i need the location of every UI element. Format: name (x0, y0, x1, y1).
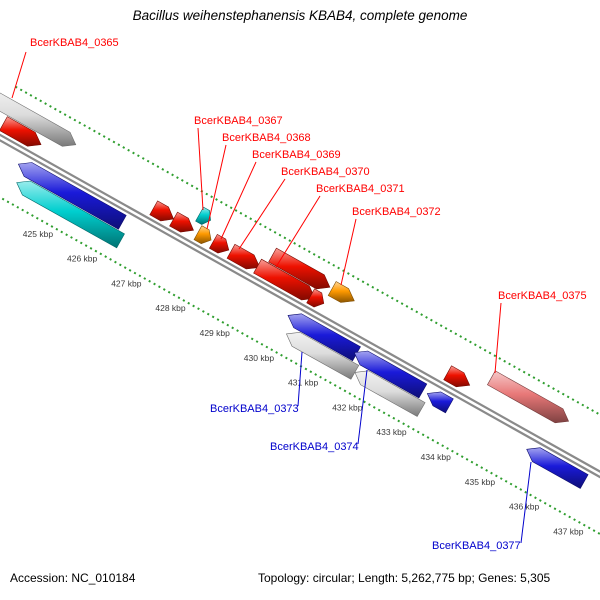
gene-arrow[interactable] (16, 180, 125, 249)
ruler-tick-label: 429 kbp (200, 328, 231, 338)
label-leader-line (275, 195, 321, 268)
gene-arrow-BcerKBAB4_0370[interactable] (226, 243, 261, 270)
gene-arrow-BcerKBAB4_0372[interactable] (327, 281, 355, 303)
ruler-tick-label: 427 kbp (111, 278, 142, 288)
gene-arrow-BcerKBAB4_0374[interactable] (353, 350, 428, 399)
label-leader-line (494, 302, 502, 374)
gene-label-BcerKBAB4_0370[interactable]: BcerKBAB4_0370 (281, 166, 370, 178)
gene-label-BcerKBAB4_0369[interactable]: BcerKBAB4_0369 (252, 149, 341, 161)
gene-arrow-BcerKBAB4_0369[interactable] (208, 233, 230, 254)
strand-guide-line-upper (14, 85, 600, 416)
page-title: Bacillus weihenstephanensis KBAB4, compl… (132, 8, 468, 23)
ruler-tick-label: 436 kbp (509, 502, 540, 512)
gene-arrow-BcerKBAB4_0365[interactable] (0, 89, 77, 147)
gene-arrow-BcerKBAB4_0368[interactable] (193, 225, 212, 245)
gene-arrow[interactable] (443, 365, 471, 388)
genome-axis-line (0, 133, 600, 473)
label-leader-line (11, 51, 27, 99)
label-leader-line (297, 351, 303, 407)
gene-label-BcerKBAB4_0375[interactable]: BcerKBAB4_0375 (498, 290, 587, 302)
gene-label-BcerKBAB4_0368[interactable]: BcerKBAB4_0368 (222, 132, 311, 144)
genome-axis-line (0, 139, 600, 479)
ruler-tick-label: 437 kbp (553, 526, 584, 536)
topology-text: Topology: circular; Length: 5,262,775 bp… (258, 571, 551, 585)
ruler-tick-label: 431 kbp (288, 378, 319, 388)
ruler-tick-label: 425 kbp (23, 229, 54, 239)
gene-arrow-BcerKBAB4_0371[interactable] (253, 258, 316, 301)
gene-arrow[interactable] (268, 247, 331, 290)
gene-arrow[interactable] (306, 288, 325, 308)
gene-label-BcerKBAB4_0365[interactable]: BcerKBAB4_0365 (30, 37, 119, 49)
gene-label-BcerKBAB4_0372[interactable]: BcerKBAB4_0372 (352, 206, 441, 218)
strand-guide-line-lower (0, 196, 600, 536)
ruler-tick-label: 434 kbp (421, 452, 452, 462)
accession-text: Accession: NC_010184 (10, 571, 136, 585)
label-leader-line (340, 218, 357, 286)
label-leader-line (238, 178, 286, 250)
label-leader-line (206, 144, 227, 230)
ruler-tick-label: 430 kbp (244, 353, 275, 363)
label-leader-line (357, 369, 368, 445)
gene-arrow[interactable] (0, 116, 42, 147)
gene-label-BcerKBAB4_0374[interactable]: BcerKBAB4_0374 (270, 441, 359, 453)
gene-label-BcerKBAB4_0373[interactable]: BcerKBAB4_0373 (210, 403, 299, 415)
gene-arrow[interactable] (149, 200, 175, 222)
gene-arrow[interactable] (169, 211, 194, 233)
gene-label-BcerKBAB4_0367[interactable]: BcerKBAB4_0367 (194, 115, 283, 127)
ruler-tick-label: 426 kbp (67, 254, 98, 264)
gene-arrow[interactable] (354, 370, 426, 417)
gene-label-BcerKBAB4_0377[interactable]: BcerKBAB4_0377 (432, 540, 521, 552)
label-leader-line (220, 161, 257, 240)
label-leader-line (520, 461, 532, 544)
ruler-tick-label: 433 kbp (376, 427, 407, 437)
gene-arrow-BcerKBAB4_0377[interactable] (526, 447, 589, 489)
ruler-tick-label: 432 kbp (332, 402, 363, 412)
gene-arrow-BcerKBAB4_0373[interactable] (285, 331, 360, 380)
gene-arrow[interactable] (426, 391, 454, 414)
label-leader-line (197, 127, 204, 211)
gene-arrow[interactable] (17, 162, 127, 230)
ruler-tick-label: 428 kbp (155, 303, 186, 313)
gene-arrow[interactable] (287, 313, 361, 362)
gene-arrow-BcerKBAB4_0375[interactable] (486, 370, 570, 424)
gene-label-BcerKBAB4_0371[interactable]: BcerKBAB4_0371 (316, 183, 405, 195)
ruler-tick-label: 435 kbp (465, 477, 496, 487)
